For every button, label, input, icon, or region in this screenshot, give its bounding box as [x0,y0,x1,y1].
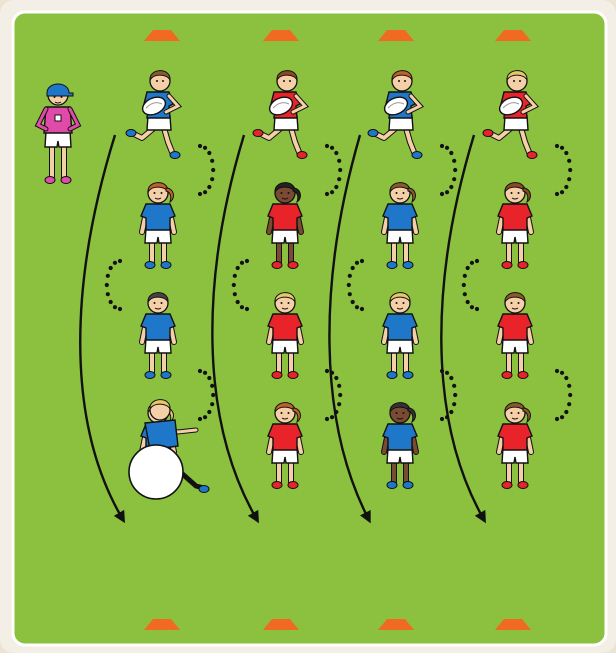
swiss-ball-icon [129,445,183,499]
whistle-icon [55,115,61,121]
